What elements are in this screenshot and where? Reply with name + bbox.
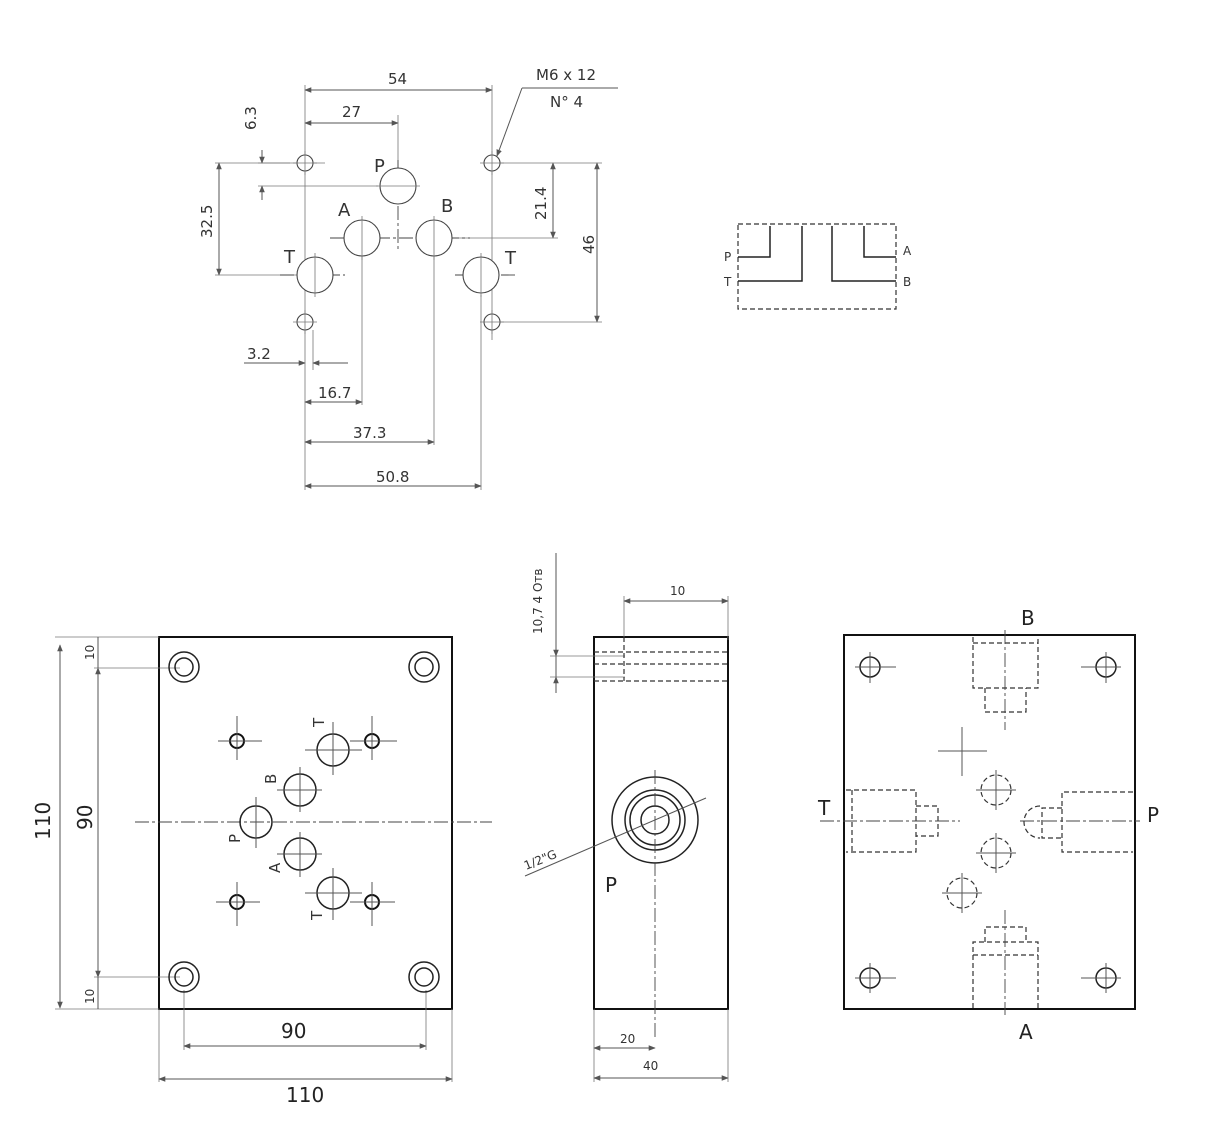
internal-hole	[976, 770, 1016, 810]
dim-3-2: 3.2	[247, 345, 271, 363]
dim-height-90: 90	[73, 805, 97, 830]
back-label-b: B	[1021, 606, 1035, 630]
hydraulic-symbol: P T A B	[723, 223, 912, 310]
side-port-label-p: P	[605, 873, 617, 897]
port-t-top	[305, 722, 362, 775]
side-view: 10,7 4 Отв 10 1/2"G P 20 40	[522, 553, 729, 1082]
dim-46: 46	[580, 235, 598, 254]
port-label-t-right: T	[504, 248, 517, 269]
dim-21-4: 21.4	[532, 187, 550, 220]
dim-54: 54	[388, 70, 407, 88]
port-a-hole	[343, 216, 381, 260]
port-label-b: B	[441, 196, 453, 217]
dim-width-90: 90	[281, 1019, 306, 1043]
thread-note-size: M6 x 12	[536, 66, 596, 84]
internal-hole	[976, 833, 1016, 873]
corner-hole	[855, 652, 896, 683]
port-label-t-left: T	[283, 247, 296, 268]
front-label-t-bottom: T	[308, 910, 326, 921]
interface-view: 54 27 6.3 32.5 21.4 46 3.2 16.7 37.3 50.…	[198, 66, 618, 490]
corner-bolt	[168, 961, 200, 993]
dim-depth-10: 10	[670, 584, 685, 598]
thread-note-count: N° 4	[550, 93, 583, 111]
symbol-label-t: T	[723, 275, 732, 289]
mounting-hole	[293, 310, 317, 334]
dim-offset-20: 20	[620, 1032, 635, 1046]
dim-16-7: 16.7	[318, 384, 351, 402]
dim-width-110: 110	[286, 1083, 324, 1107]
port-t-right-hole	[462, 253, 500, 297]
mounting-hole	[293, 151, 317, 175]
port-t-bottom	[305, 868, 362, 920]
dim-6-3: 6.3	[242, 106, 260, 130]
dim-37-3: 37.3	[353, 424, 386, 442]
internal-hole	[942, 873, 982, 913]
symbol-label-b: B	[903, 275, 911, 289]
small-hole	[350, 882, 395, 926]
small-hole	[350, 716, 397, 760]
corner-bolt	[168, 651, 200, 683]
back-label-t: T	[817, 796, 831, 820]
dim-32-5: 32.5	[198, 205, 216, 238]
front-label-b: B	[262, 774, 280, 784]
mounting-hole	[480, 310, 504, 334]
small-hole	[218, 716, 262, 760]
corner-hole	[1081, 652, 1121, 683]
dim-27: 27	[342, 103, 361, 121]
back-label-p: P	[1147, 803, 1159, 827]
corner-bolt	[408, 651, 440, 683]
port-label-p: P	[374, 156, 385, 177]
port-p	[239, 797, 273, 848]
corner-hole	[1081, 963, 1121, 993]
port-b	[277, 767, 322, 812]
symbol-label-p: P	[724, 250, 731, 264]
back-view: B T P A	[817, 606, 1159, 1044]
corner-hole	[855, 963, 896, 993]
port-p-hole	[376, 167, 420, 205]
symbol-label-a: A	[903, 244, 912, 258]
back-label-a: A	[1019, 1020, 1033, 1044]
dim-edge-top: 10	[83, 645, 97, 660]
dim-edge-bottom: 10	[83, 989, 97, 1004]
port-label-a: A	[338, 200, 351, 221]
front-label-a: A	[266, 862, 284, 873]
dim-height-110: 110	[31, 802, 55, 840]
port-t-left-hole	[296, 253, 334, 297]
port-a	[277, 832, 322, 877]
front-label-p: P	[226, 834, 244, 843]
dim-hole-note: 10,7 4 Отв	[531, 569, 545, 635]
dim-50-8: 50.8	[376, 468, 409, 486]
front-view: 110 90 10 10 90 110	[31, 636, 492, 1107]
mounting-hole	[480, 151, 504, 175]
corner-bolt	[408, 961, 440, 993]
small-hole	[216, 882, 260, 926]
front-label-t-top: T	[310, 717, 328, 728]
port-b-hole	[415, 216, 453, 260]
dim-thickness-40: 40	[643, 1059, 658, 1073]
